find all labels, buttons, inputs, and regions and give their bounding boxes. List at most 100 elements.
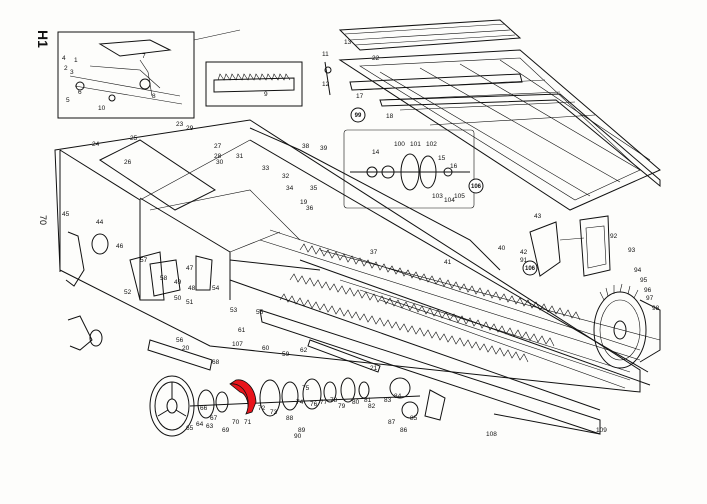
part-number-56: 56 <box>176 337 184 344</box>
part-number-101: 101 <box>410 141 421 148</box>
part-number-12: 12 <box>322 81 330 88</box>
part-number-31: 31 <box>236 153 244 160</box>
part-number-74: 74 <box>296 399 304 406</box>
part-number-71: 71 <box>244 419 252 426</box>
part-number-17: 17 <box>356 93 364 100</box>
part-number-54: 54 <box>212 285 220 292</box>
part-number-64: 64 <box>196 421 204 428</box>
part-number-68: 68 <box>212 359 220 366</box>
part-number-7: 7 <box>142 53 146 60</box>
part-number-25: 25 <box>130 135 138 142</box>
part-number-95: 95 <box>640 277 648 284</box>
part-number-28: 28 <box>214 153 222 160</box>
sieve-rails <box>229 139 661 435</box>
part-number-105: 105 <box>454 193 465 200</box>
part-number-57: 57 <box>140 257 148 264</box>
part-number-53: 53 <box>230 307 238 314</box>
part-number-67: 67 <box>210 415 218 422</box>
part-number-97: 97 <box>646 295 654 302</box>
part-number-87: 87 <box>388 419 396 426</box>
part-number-58: 58 <box>160 275 168 282</box>
part-number-108: 108 <box>486 431 497 438</box>
callout-106a-label: 106 <box>471 184 482 190</box>
part-number-94: 94 <box>634 267 642 274</box>
part-number-34: 34 <box>286 185 294 192</box>
part-number-47: 47 <box>186 265 194 272</box>
part-number-84: 84 <box>394 393 402 400</box>
callout-106a: 106 <box>468 178 484 194</box>
part-number-48: 48 <box>188 285 196 292</box>
part-number-9: 9 <box>264 91 268 98</box>
part-number-45: 45 <box>62 211 70 218</box>
drive-ring-highlight <box>229 379 257 415</box>
part-number-52: 52 <box>124 289 132 296</box>
callout-99-label: 99 <box>355 113 362 119</box>
part-number-82: 82 <box>368 403 376 410</box>
part-number-98: 98 <box>652 305 660 312</box>
part-number-88: 88 <box>286 415 294 422</box>
part-number-107: 107 <box>232 341 243 348</box>
part-number-10: 10 <box>98 105 106 112</box>
left-side-parts <box>65 231 601 435</box>
part-number-51: 51 <box>186 299 194 306</box>
part-number-100: 100 <box>394 141 405 148</box>
part-number-35: 35 <box>310 185 318 192</box>
upper-pulley-assembly <box>343 129 475 209</box>
part-number-36: 36 <box>306 205 314 212</box>
part-number-41: 41 <box>444 259 452 266</box>
part-number-24: 24 <box>92 141 100 148</box>
part-number-72: 72 <box>258 405 266 412</box>
part-number-59: 59 <box>282 351 290 358</box>
part-number-103: 103 <box>432 193 443 200</box>
part-number-79: 79 <box>338 403 346 410</box>
page-mark: H1 <box>35 30 51 48</box>
part-number-18: 18 <box>386 113 394 120</box>
inset-linkage-detail <box>57 29 241 119</box>
part-number-29: 29 <box>186 125 194 132</box>
part-number-39: 39 <box>320 145 328 152</box>
part-number-90: 90 <box>294 433 302 440</box>
drive-shaft-components <box>197 377 419 419</box>
upper-sieve-frame <box>324 19 661 211</box>
part-number-63: 63 <box>206 423 214 430</box>
part-number-93: 93 <box>628 247 636 254</box>
side-mark: 70 <box>38 215 48 225</box>
part-number-70: 70 <box>232 419 240 426</box>
part-number-65: 65 <box>186 425 194 432</box>
part-number-109: 109 <box>596 427 607 434</box>
part-number-15: 15 <box>438 155 446 162</box>
part-number-85: 85 <box>410 415 418 422</box>
callout-106b: 106 <box>522 260 538 276</box>
part-number-91: 91 <box>520 257 528 264</box>
part-number-49: 49 <box>174 279 182 286</box>
part-number-69: 69 <box>222 427 230 434</box>
part-number-50: 50 <box>174 295 182 302</box>
right-sprocket-wheel <box>593 283 661 369</box>
part-number-42: 42 <box>520 249 528 256</box>
part-number-40: 40 <box>498 245 506 252</box>
part-number-26: 26 <box>124 159 132 166</box>
right-bracket-assembly <box>529 215 611 277</box>
part-number-73: 73 <box>270 409 278 416</box>
part-number-78: 78 <box>330 397 338 404</box>
part-number-22: 22 <box>372 55 380 62</box>
part-number-66: 66 <box>200 405 208 412</box>
part-number-104: 104 <box>444 197 455 204</box>
part-number-102: 102 <box>426 141 437 148</box>
part-number-44: 44 <box>96 219 104 226</box>
part-number-8: 8 <box>152 93 156 100</box>
part-number-32: 32 <box>282 173 290 180</box>
main-chassis <box>54 119 641 393</box>
part-number-1: 1 <box>74 57 78 64</box>
part-number-37: 37 <box>370 249 378 256</box>
part-number-11: 11 <box>322 51 329 58</box>
part-number-38: 38 <box>302 143 310 150</box>
part-number-76: 76 <box>310 401 318 408</box>
callout-106b-label: 106 <box>525 266 536 272</box>
part-number-3: 3 <box>70 69 74 76</box>
part-number-20: 20 <box>182 345 190 352</box>
part-number-86: 86 <box>400 427 408 434</box>
part-number-60: 60 <box>262 345 270 352</box>
part-number-92: 92 <box>610 233 618 240</box>
